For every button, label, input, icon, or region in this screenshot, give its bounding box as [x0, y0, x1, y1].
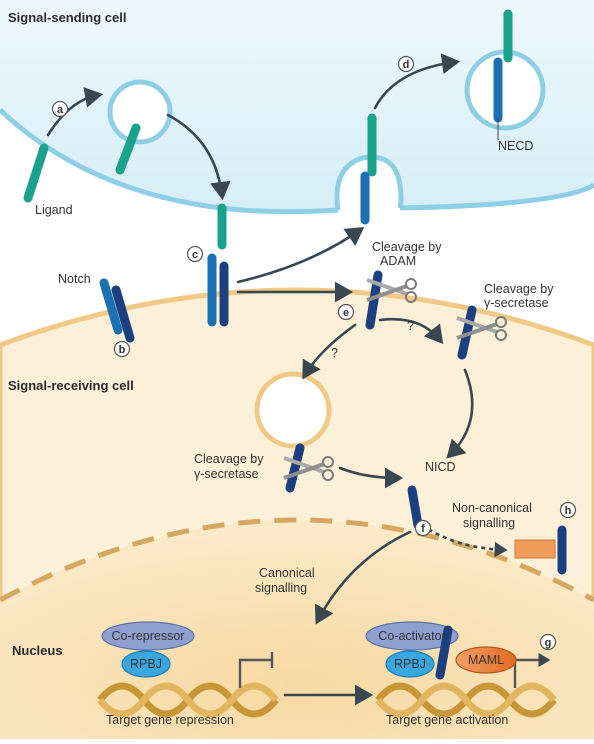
notch-label: Notch	[58, 272, 91, 286]
svg-text:d: d	[403, 59, 410, 71]
svg-text:c: c	[192, 249, 198, 261]
sending-cell	[0, 0, 594, 212]
receiving-vesicle	[254, 371, 332, 449]
arrow-e-to-left	[302, 323, 357, 380]
coactivator-blob	[365, 621, 459, 651]
step-g: g	[539, 633, 557, 651]
maml-blob	[455, 646, 517, 674]
gs-left-notch	[285, 443, 305, 493]
step-h: h	[559, 501, 577, 519]
question-left: ?	[331, 346, 338, 360]
gs-left-label-1: Cleavage by	[194, 452, 264, 466]
receiving-cell-title: Signal-receiving cell	[8, 378, 134, 393]
corepressor-blob	[101, 621, 195, 651]
question-right: ?	[407, 319, 414, 333]
noncanonical-label-1: Non-canonical	[452, 501, 532, 515]
sending-cell-title: Signal-sending cell	[8, 10, 126, 25]
sending-membrane-right	[399, 182, 594, 211]
step-e: e	[337, 303, 355, 321]
target-repression-label: Target gene repression	[106, 713, 234, 727]
rpbj-right-label: RPBJ	[394, 657, 426, 671]
step-a: a	[51, 100, 69, 118]
arrow-vesicle-to-membrane	[166, 113, 231, 201]
repression-bar-icon	[238, 658, 272, 688]
noncanonical-label-2: signalling	[463, 516, 515, 530]
step-f: f	[414, 519, 432, 537]
vesicle-ligand	[115, 123, 141, 175]
gs-right-label-2: γ-secretase	[484, 296, 549, 310]
arrow-canonical	[314, 530, 412, 625]
scissors-icon-adam	[366, 278, 417, 303]
rpbj-right-blob	[385, 650, 435, 678]
dna-right	[375, 682, 557, 718]
canonical-label-1: Canonical	[259, 566, 315, 580]
arrow-a	[46, 87, 104, 137]
arrow-d	[373, 53, 461, 110]
arrow-left-to-nicd	[338, 466, 404, 489]
scissors-icon-gs-left	[283, 456, 334, 481]
svg-text:g: g	[545, 637, 552, 649]
complex-nicd	[435, 625, 453, 680]
svg-text:b: b	[119, 344, 126, 356]
corepressor-label: Co-repressor	[112, 629, 185, 643]
nicd-label: NICD	[425, 460, 456, 474]
gs-left-label-2: γ-secretase	[194, 467, 259, 481]
arrow-right-to-nicd	[446, 368, 474, 459]
dna-left	[97, 682, 279, 718]
ligand-label: Ligand	[35, 203, 73, 217]
step-d: d	[397, 55, 415, 73]
arrow-e-to-right	[378, 317, 444, 345]
noncanonical-target	[514, 539, 556, 559]
target-activation-label: Target gene activation	[386, 713, 508, 727]
vesicle-d	[464, 49, 546, 131]
rpbj-left-blob	[121, 650, 171, 678]
notch-receptor-light	[99, 278, 123, 335]
svg-text:f: f	[421, 523, 425, 535]
maml-label: MAML	[468, 653, 504, 667]
svg-text:h: h	[565, 505, 572, 517]
nuclear-envelope	[0, 517, 594, 603]
arrow-c-to-pit	[236, 227, 365, 284]
scissors-icon-gs-right	[456, 316, 507, 341]
coactivator-label: Co-activator	[378, 629, 445, 643]
svg-text:a: a	[57, 104, 64, 116]
svg-text:e: e	[343, 307, 349, 319]
adam-label-2: ADAM	[380, 254, 416, 268]
gs-right-label-1: Cleavage by	[484, 282, 554, 296]
nucleus-title: Nucleus	[12, 643, 63, 658]
necd-label: NECD	[498, 139, 533, 153]
canonical-label-2: signalling	[255, 581, 307, 595]
adam-label-1: Cleavage by	[372, 240, 442, 254]
free-ligand	[23, 143, 49, 203]
step-c: c	[186, 245, 204, 263]
rpbj-left-label: RPBJ	[130, 657, 162, 671]
nicd-fragment	[407, 485, 423, 530]
step-b: b	[113, 340, 131, 358]
vesicle-a	[107, 79, 173, 145]
notch-receptor-dark	[111, 285, 135, 343]
